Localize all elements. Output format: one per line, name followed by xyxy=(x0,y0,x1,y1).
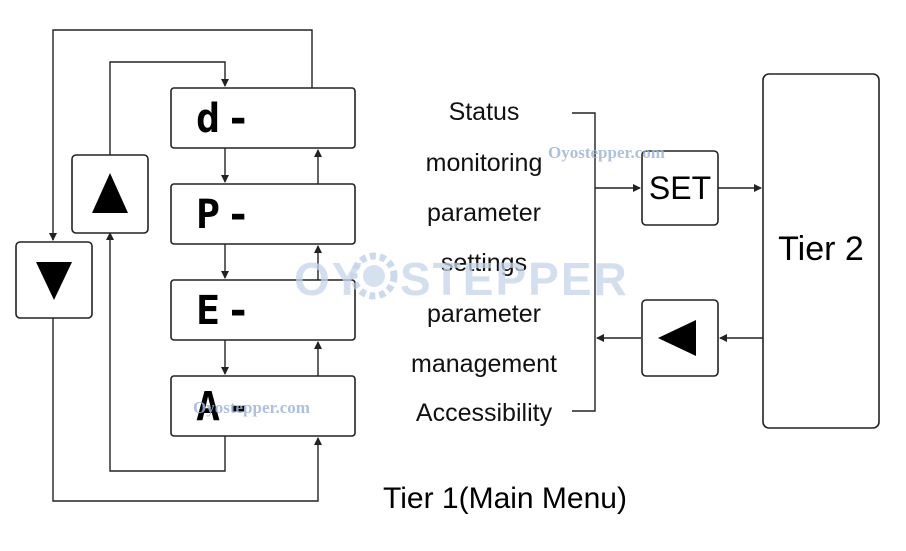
set-label: SET xyxy=(648,170,712,206)
diagram-caption: Tier 1(Main Menu) xyxy=(383,482,627,515)
label-monitoring: monitoring xyxy=(425,149,543,177)
tier2-box xyxy=(762,73,880,429)
left-triangle-icon xyxy=(658,320,696,356)
up-triangle-icon xyxy=(92,173,128,213)
label-parameter-2: parameter xyxy=(427,300,541,328)
watermark-bottom: Oyostepper.com xyxy=(193,398,310,417)
display-p: P- xyxy=(196,192,257,238)
display-e: E- xyxy=(196,288,257,334)
display-box-d xyxy=(170,87,356,149)
down-triangle-icon xyxy=(36,262,72,300)
label-settings: settings xyxy=(440,249,528,277)
set-button-box xyxy=(641,150,719,226)
label-accessibility: Accessibility xyxy=(415,399,553,427)
display-box-e xyxy=(170,279,356,341)
display-d: d- xyxy=(196,96,257,142)
watermark-gear-icon xyxy=(350,252,398,300)
watermark-logo-left: OY xyxy=(294,253,365,305)
watermark-top: Oyostepper.com xyxy=(548,143,665,162)
label-status: Status xyxy=(448,98,520,126)
display-a: A- xyxy=(196,384,257,430)
label-parameter-1: parameter xyxy=(427,199,541,227)
display-box-a xyxy=(170,375,356,437)
display-box-p xyxy=(170,183,356,245)
label-management: management xyxy=(411,350,557,378)
watermark-logo-right: STEPPER xyxy=(400,253,629,305)
tier2-label: Tier 2 xyxy=(778,230,864,268)
